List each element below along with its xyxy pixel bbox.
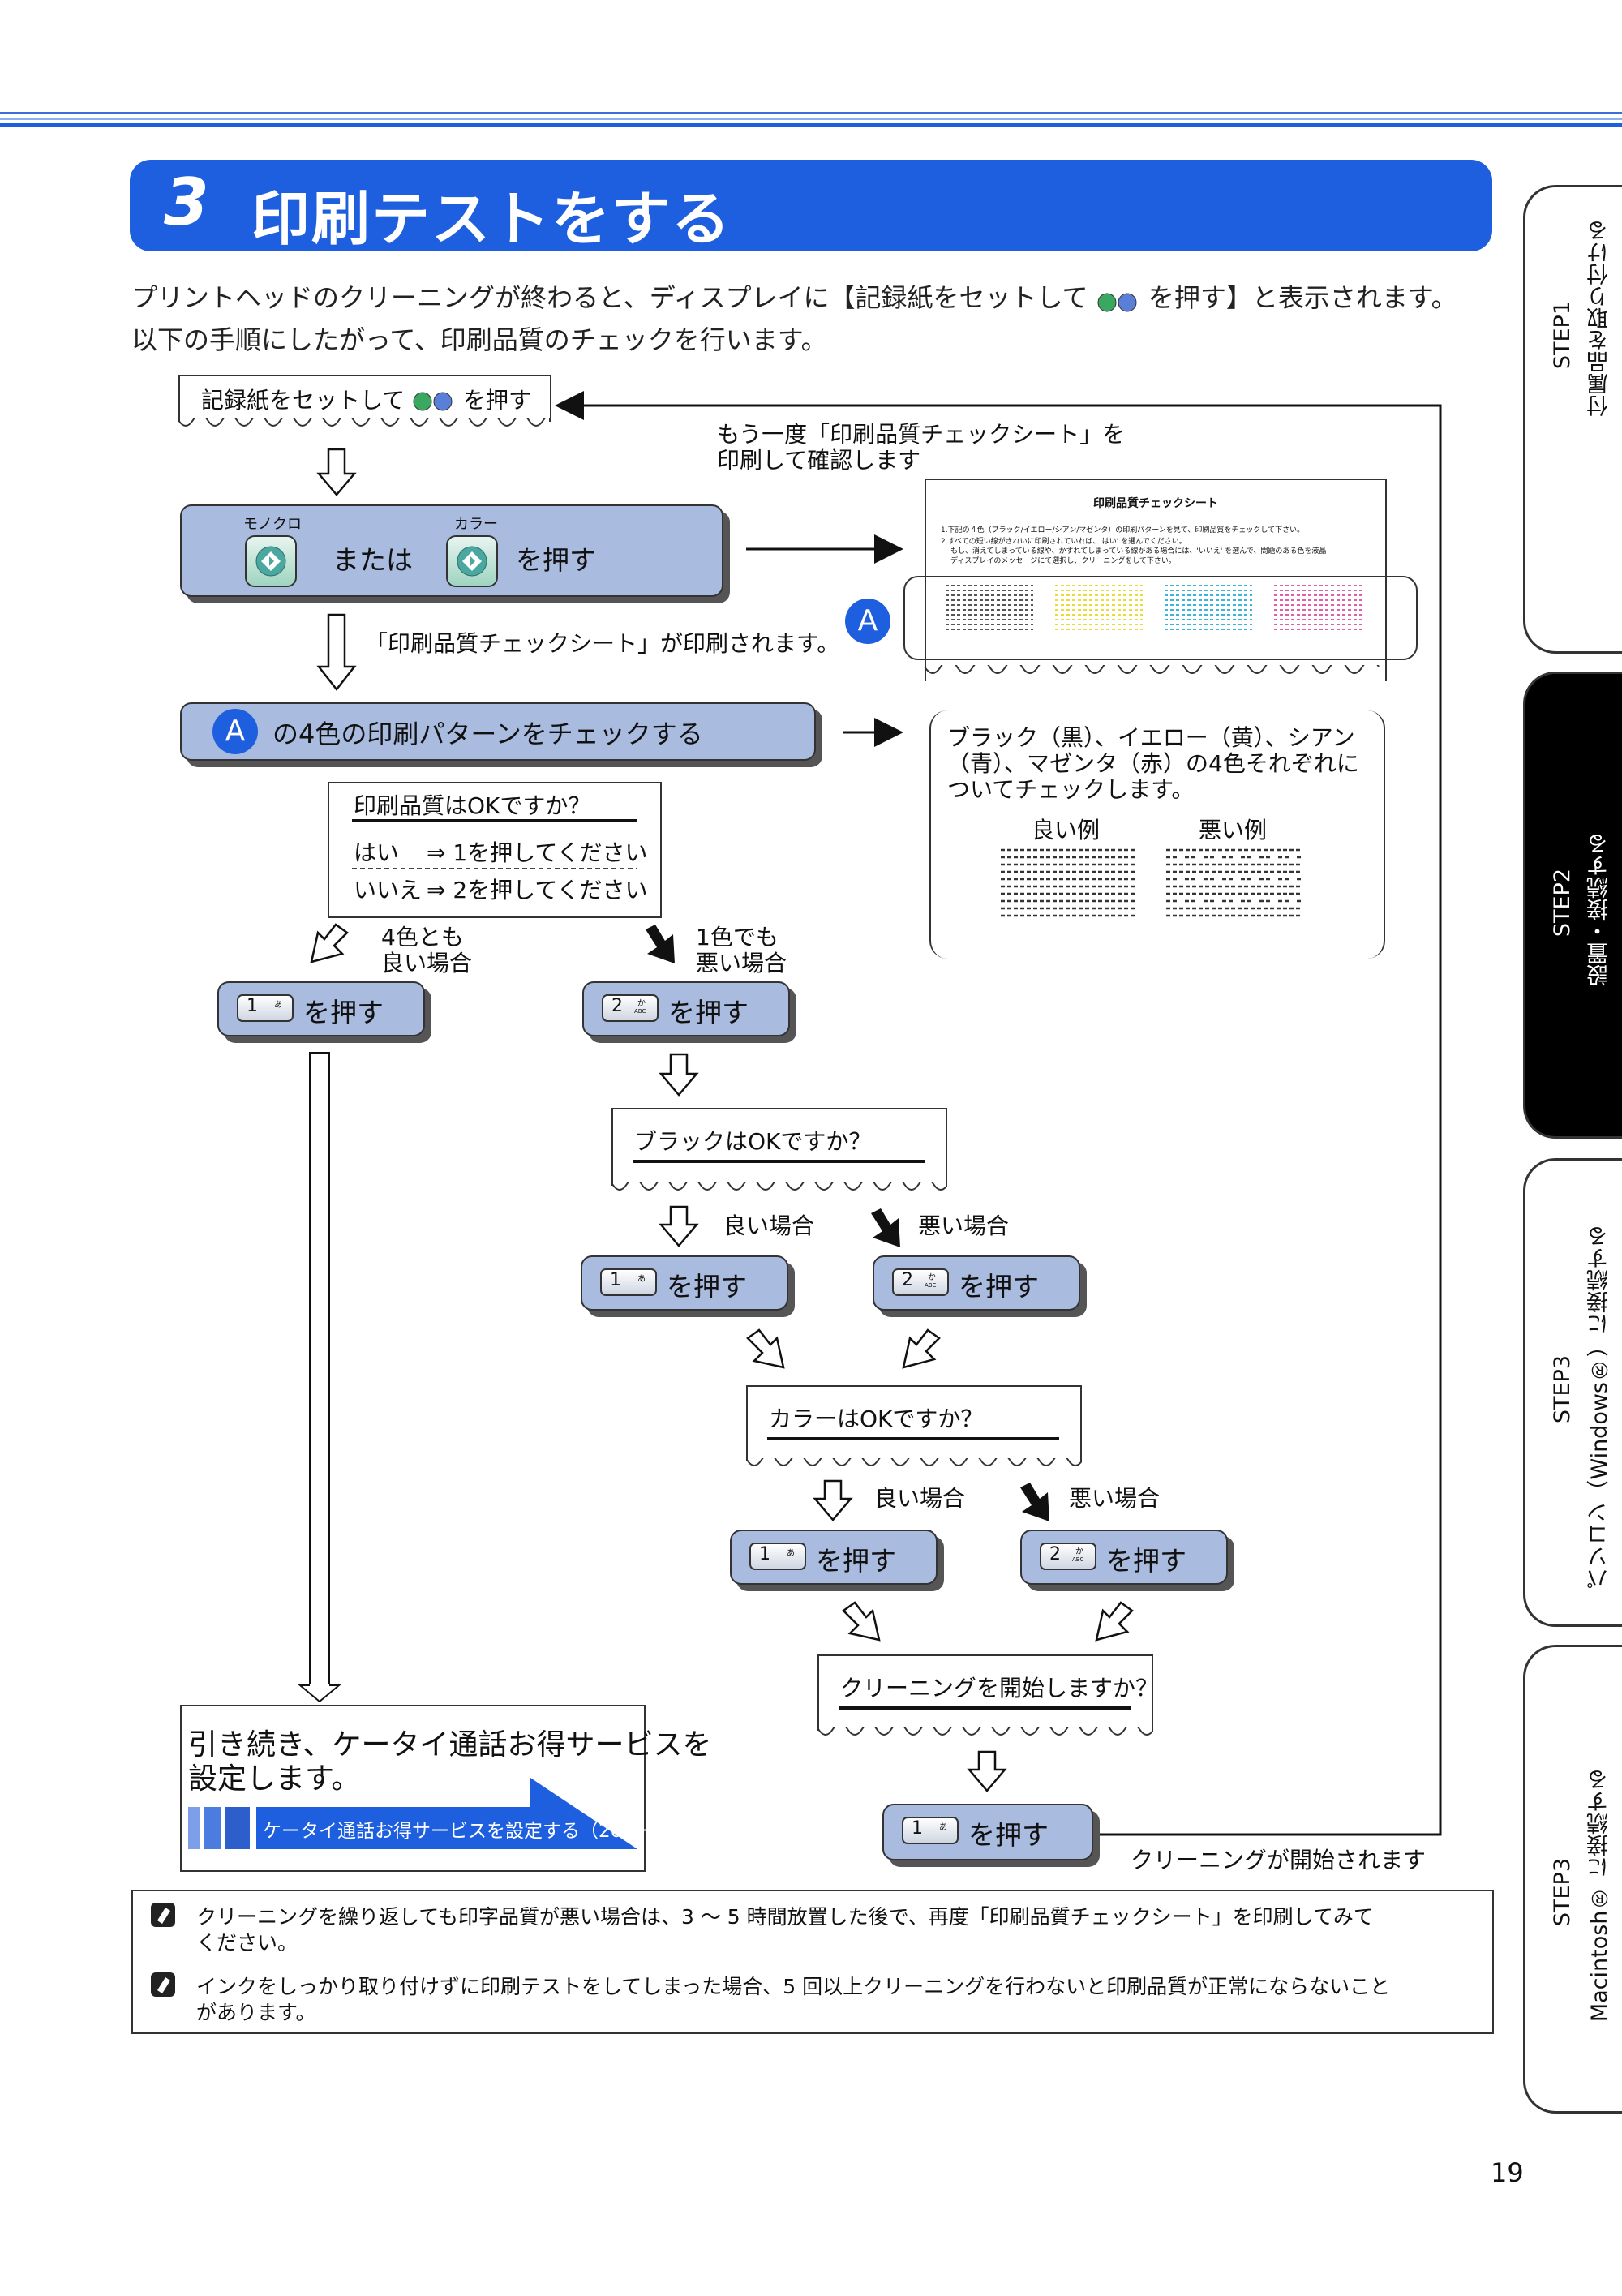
bad-case-arrow-icon (871, 1208, 900, 1247)
down-arrow-icon (316, 448, 357, 496)
pattern-1 (1055, 585, 1143, 630)
page-number: 19 (1491, 2157, 1524, 2188)
color-label: カラー (454, 516, 498, 533)
marker-a: A (212, 709, 258, 754)
bad-case-arrow-icon (1020, 1483, 1049, 1521)
tab-step3-macintosh[interactable]: STEP3 Macintosh® に接続する (1523, 1645, 1622, 2114)
loop-note-1: もう一度「印刷品質チェックシート」を (717, 421, 1126, 448)
header-rule (0, 118, 1622, 120)
color-ok-question: カラーはOKですか？ (746, 1385, 1082, 1466)
down-arrow-icon (967, 1750, 1007, 1792)
pattern-2 (1165, 585, 1252, 630)
down-arrow-icon (813, 1479, 853, 1521)
down-arrow-icon (659, 1205, 699, 1247)
continue-box: 引き続き、ケータイ通話お得サービスを 設定します。 ケータイ通話お得サービスを設… (180, 1705, 711, 1872)
start-diamond-icon (255, 546, 286, 577)
tab-step2-active[interactable]: STEP2 設置・接続する (1523, 672, 1622, 1139)
diagonal-arrow-icon (902, 1328, 941, 1369)
loop-note-2: 印刷して確認します (717, 447, 921, 474)
intro-line-1: プリントヘッドのクリーニングが終わると、ディスプレイに【記録紙をセットして を押… (131, 282, 1457, 313)
note-icon (151, 1903, 175, 1927)
color-start-button[interactable] (446, 535, 498, 587)
quality-check-sheet: 印刷品質チェックシート 1.下記の４色（ブラック/イエロー/シアン/マゼンタ）の… (925, 479, 1387, 681)
link-arrow-banner (256, 1778, 637, 1849)
section-title-bar: 3 印刷テストをする (130, 160, 1492, 253)
bad-case-arrow-icon (646, 925, 675, 963)
start-keys-icon (413, 392, 453, 411)
tab-step1[interactable]: STEP1 付属品を取り付ける (1523, 185, 1622, 654)
tab-step3-windows[interactable]: STEP3 パソコン（Windows®）に接続する (1523, 1158, 1622, 1627)
header-rule (0, 123, 1622, 127)
note-icon (151, 1972, 175, 1997)
down-arrow-icon (316, 613, 357, 692)
cleaning-starts-note: クリーニングが開始されます (1131, 1847, 1427, 1873)
display-message-start: 記録紙をセットして を押す (178, 375, 551, 427)
mono-label: モノクロ (243, 516, 302, 533)
black-ok-question: ブラックはOKですか？ (611, 1108, 947, 1191)
example-patterns (1001, 848, 1301, 917)
section-number: 3 (164, 165, 209, 240)
bad-example-pattern (1166, 848, 1301, 917)
pattern-highlight-frame (903, 576, 1418, 660)
good-example-pattern (1001, 848, 1135, 917)
diagonal-arrow-icon (842, 1601, 881, 1642)
marker-a: A (845, 599, 890, 644)
section-title: 印刷テストをする (251, 185, 732, 253)
diagonal-arrow-icon (746, 1328, 785, 1369)
start-diamond-icon (457, 546, 487, 577)
start-key-panel: モノクロ カラー または を押す (180, 504, 723, 597)
color-patterns (946, 585, 1362, 630)
quality-question-box: 印刷品質はOKですか？ はい ⇒ 1を押してください いいえ ⇒ 2を押してくだ… (328, 782, 662, 918)
bad-example-label: 悪い例 (1199, 817, 1268, 843)
down-arrow-icon (659, 1053, 699, 1097)
continue-link[interactable]: ケータイ通話お得サービスを設定する（20ページ） (263, 1821, 697, 1842)
start-keys-icon (1096, 289, 1140, 312)
intro-line-2: 以下の手順にしたがって、印刷品質のチェックを行います。 (131, 324, 827, 355)
sheet-wave-edge (924, 665, 1380, 674)
pattern-3 (1274, 585, 1362, 630)
sheet-printed-note: 「印刷品質チェックシート」が印刷されます。 (365, 630, 840, 657)
good-example-label: 良い例 (1032, 817, 1101, 843)
pattern-0 (946, 585, 1033, 630)
start-cleaning-question: クリーニングを開始しますか？ (817, 1654, 1158, 1736)
diagonal-arrow-icon (310, 923, 349, 963)
diagonal-arrow-icon (1095, 1601, 1134, 1642)
mono-start-button[interactable] (245, 535, 297, 587)
check-patterns-step: A の4色の印刷パターンをチェックする (180, 702, 816, 761)
header-rule (0, 112, 1622, 114)
explanation-box: ブラック（黒）、イエロー（黄）、シアン （青）、マゼンタ（赤）の4色それぞれに … (929, 710, 1385, 959)
notes-box: クリーニングを繰り返しても印字品質が悪い場合は、3 ～ 5 時間放置した後で、再… (131, 1890, 1494, 2034)
